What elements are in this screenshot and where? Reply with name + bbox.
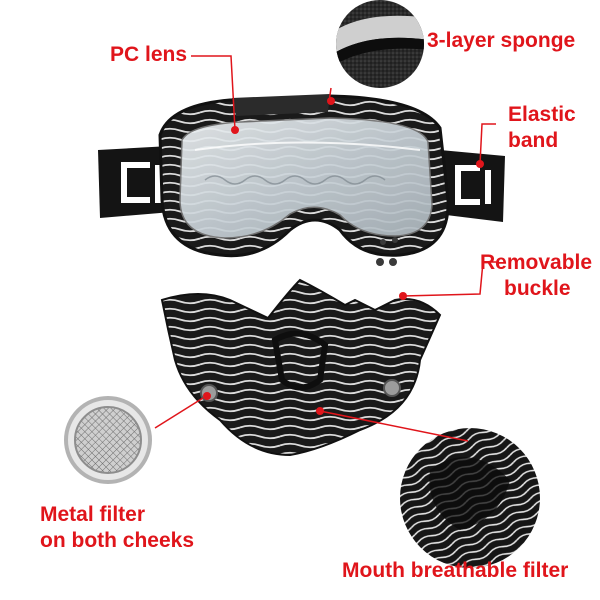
pointer-lines	[154, 55, 496, 442]
label-buckle: Removable buckle	[480, 250, 592, 302]
label-buckle-line1: Removable	[480, 251, 593, 274]
metal-filter-detail	[64, 396, 152, 484]
label-buckle-line2: buckle	[504, 277, 571, 300]
label-elastic: Elastic band	[508, 102, 576, 154]
sponge-detail	[336, 0, 424, 88]
label-metal-filter: Metal filter on both cheeks	[40, 502, 194, 554]
label-metal-filter-line1: Metal filter	[40, 503, 146, 526]
label-mouth-filter: Mouth breathable filter	[342, 559, 569, 582]
mouth-filter-detail	[400, 428, 540, 568]
pointer-dots	[203, 97, 484, 415]
pc-lens	[179, 117, 433, 239]
label-sponge: 3-layer sponge	[427, 29, 576, 52]
label-metal-filter-line2: on both cheeks	[40, 529, 195, 552]
label-elastic-line2: band	[508, 129, 559, 152]
face-mask	[160, 278, 442, 457]
buckle-studs	[376, 237, 398, 266]
label-pc-lens: PC lens	[110, 43, 188, 66]
label-elastic-line1: Elastic	[508, 103, 576, 126]
